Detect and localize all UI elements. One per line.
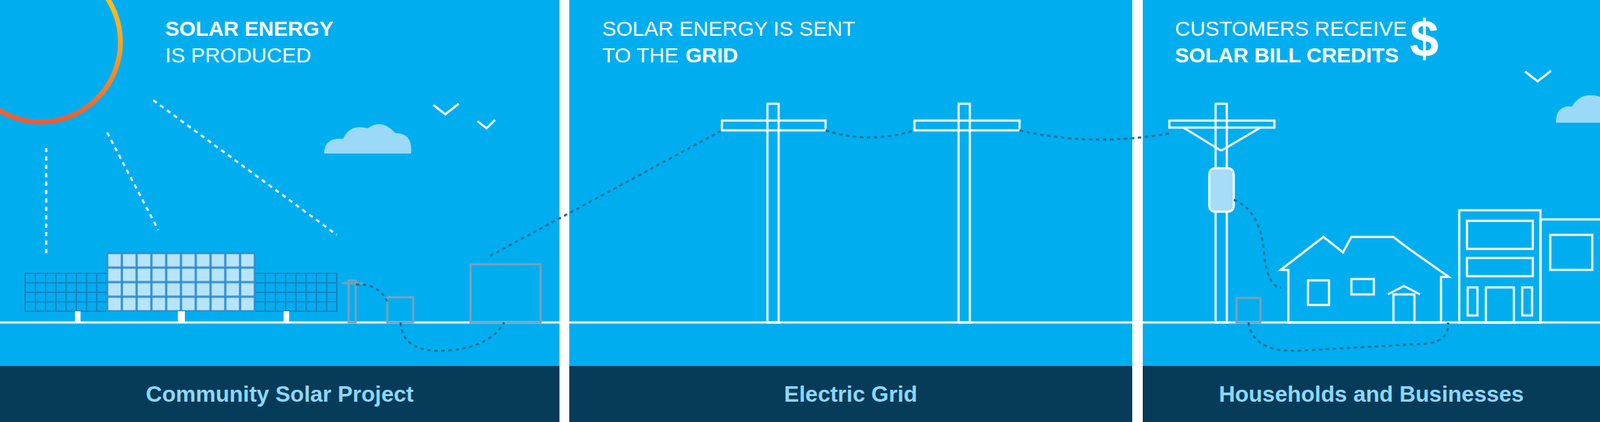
ground-line [569, 321, 1133, 324]
houses [1280, 210, 1600, 323]
label-band: Electric Grid [569, 365, 1133, 422]
panel-heading: IS PRODUCED [165, 43, 311, 68]
panel-heading: SOLAR ENERGY [165, 16, 334, 42]
band-label: Electric Grid [784, 380, 918, 407]
panel-ground [569, 0, 1133, 422]
label-band: Households and Businesses [1142, 365, 1600, 422]
band-label: Community Solar Project [145, 380, 414, 407]
sun [0, 0, 121, 122]
sun-rays [46, 100, 337, 255]
inverter-equipment [341, 263, 541, 323]
label-band: Community Solar Project [0, 365, 560, 422]
panel-heading: SOLAR ENERGY IS SENT [602, 16, 855, 42]
panel-heading: $ [1409, 8, 1439, 68]
panel: SOLAR ENERGY IS SENTTO THEGRID Electric G… [569, 0, 1133, 422]
cloud [1555, 95, 1600, 123]
meter-box [1236, 297, 1261, 323]
panel-heading: TO THE [602, 43, 679, 68]
panel-ground [0, 0, 560, 422]
panel-heading: CUSTOMERS RECEIVE [1174, 16, 1407, 42]
panel-ground [1142, 0, 1600, 422]
utility-pole [721, 103, 1020, 323]
utility-pole [1169, 103, 1275, 323]
panel-heading: GRID [685, 43, 739, 68]
panel-heading: SOLAR BILL CREDITS [1174, 43, 1399, 68]
wire [355, 130, 722, 351]
panel: CUSTOMERS RECEIVESOLAR BILL CREDITS $ Hous… [1142, 0, 1600, 422]
cloud [324, 123, 412, 154]
panel: SOLAR ENERGYIS PRODUCED Community Solar P… [0, 0, 560, 422]
band-label: Households and Businesses [1219, 380, 1525, 407]
solar-array [25, 252, 337, 323]
service-wire [1233, 199, 1449, 351]
transformer [1209, 168, 1234, 212]
power-line [825, 130, 1171, 140]
